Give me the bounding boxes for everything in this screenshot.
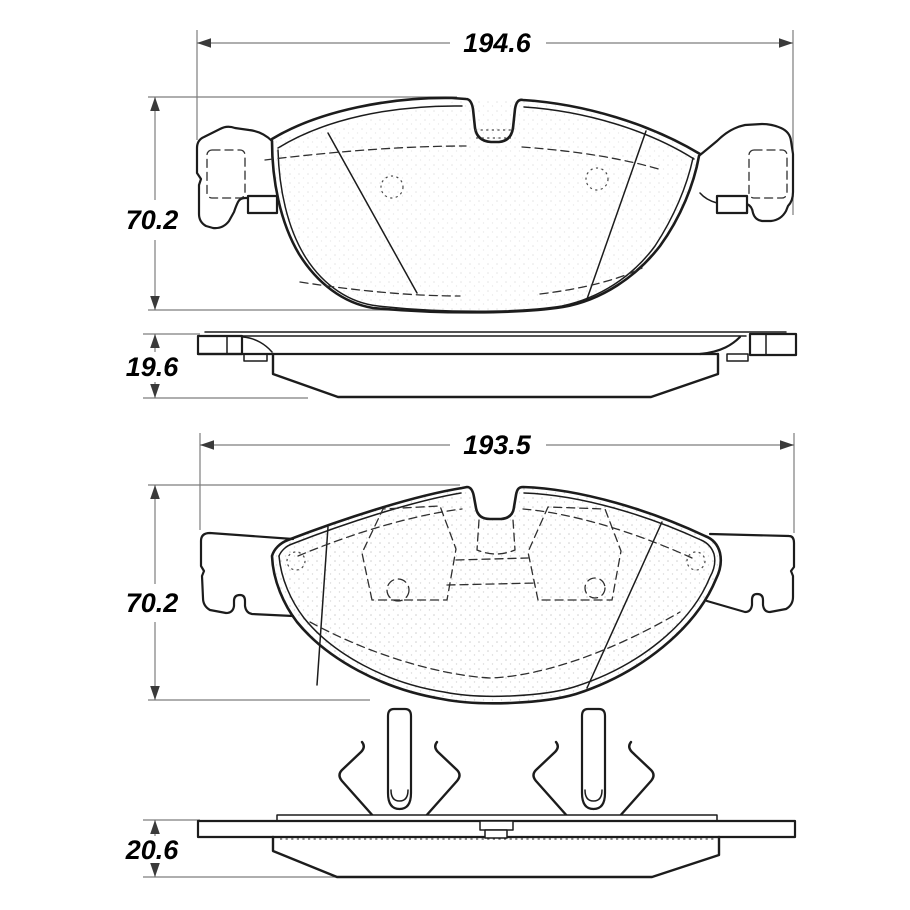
pad-inner-line xyxy=(278,492,716,698)
pad1-front-view xyxy=(195,96,795,314)
pad-inner-line-bottom xyxy=(277,149,694,312)
hidden-edge-bottom-right xyxy=(539,267,643,295)
retainer-tab-left xyxy=(243,353,268,362)
arrowhead-left-icon xyxy=(200,440,214,450)
hidden-edge-top-right xyxy=(522,508,693,559)
surface-mark-circle-right xyxy=(585,167,609,191)
retention-clips xyxy=(338,707,655,819)
arrowhead-down-icon xyxy=(150,686,160,700)
pad2-width-dimension: 193.5 xyxy=(199,430,795,533)
plate-end-block-right xyxy=(748,332,798,357)
pad-outline xyxy=(270,485,723,705)
surface-mark-circle-right xyxy=(686,551,706,571)
pad-outline-top xyxy=(270,96,702,156)
arrowhead-down-icon xyxy=(150,296,160,310)
arrowhead-up-icon xyxy=(150,820,160,834)
clip-spring-wire-right xyxy=(617,740,655,819)
pad-outline-bottom xyxy=(270,139,701,314)
hidden-edge-top-right xyxy=(521,146,663,171)
pad-inner-line-top-left xyxy=(277,105,463,149)
hidden-edge-bottom xyxy=(309,611,681,679)
arrowhead-down-icon xyxy=(150,863,160,877)
arrowhead-down-icon xyxy=(150,384,160,398)
clip-center-tab xyxy=(386,707,413,811)
dim-label-pad2-thickness: 20.6 xyxy=(125,835,180,865)
retention-lug-upper xyxy=(479,820,514,831)
wear-sensor-link xyxy=(699,192,718,204)
wear-sensor-right xyxy=(715,194,749,215)
hidden-piston-outline-right xyxy=(527,506,622,601)
hidden-cross-line xyxy=(446,582,539,586)
surface-mark-circle-left xyxy=(380,175,404,199)
surface-mark-circle-left xyxy=(286,551,306,571)
arrowhead-up-icon xyxy=(150,97,160,111)
pad1-height-dimension: 70.2 xyxy=(126,96,470,311)
wear-sensor-left xyxy=(246,194,279,215)
backing-plate-right-ear xyxy=(698,122,795,223)
dim-label-pad1-thickness: 19.6 xyxy=(126,352,180,382)
clip-tab-inner-line xyxy=(584,789,603,802)
pad2-height-dimension: 70.2 xyxy=(126,484,460,701)
hidden-piston-outline-left xyxy=(361,505,457,601)
arrowhead-left-icon xyxy=(197,38,211,48)
plate-end-block-left xyxy=(196,334,244,356)
pad2-thickness-dimension: 20.6 xyxy=(125,819,340,878)
chamfer-line-left xyxy=(327,132,418,294)
arrowhead-right-icon xyxy=(780,440,794,450)
hidden-cross-line xyxy=(455,557,529,561)
backing-plate-left-ear xyxy=(199,531,295,618)
left-ear-hidden-outline xyxy=(206,149,246,199)
pad1-width-dimension: 194.6 xyxy=(196,28,794,215)
pad-inner-line-top xyxy=(278,492,462,557)
hidden-edge-top-left xyxy=(264,145,467,161)
backing-plate-right-ear xyxy=(705,532,796,614)
friction-texture xyxy=(272,99,699,313)
plate-swoosh-right xyxy=(698,335,742,356)
plate-swoosh-left xyxy=(242,336,273,353)
arrowhead-up-icon xyxy=(150,334,160,348)
retention-lug-lower xyxy=(484,829,508,839)
dim-label-pad1-width: 194.6 xyxy=(463,28,532,58)
pad-inner-line-top-right xyxy=(523,106,695,160)
clip-tab-inner-line xyxy=(390,789,409,802)
clip-center-tab xyxy=(580,707,607,811)
chamfer-line-left xyxy=(316,526,329,686)
clip-spring-wire-left xyxy=(532,740,570,819)
pad2-side-view xyxy=(196,814,797,879)
dim-label-pad2-width: 193.5 xyxy=(463,430,532,460)
hidden-hole-left xyxy=(386,578,410,602)
dim-label-pad2-height: 70.2 xyxy=(126,588,179,618)
arrowhead-right-icon xyxy=(779,38,793,48)
pad1-side-view xyxy=(196,331,798,399)
friction-material-profile xyxy=(271,835,721,879)
chamfer-line-right xyxy=(586,521,663,689)
retention-clip-right xyxy=(532,707,655,819)
friction-texture xyxy=(272,487,721,704)
arrowhead-up-icon xyxy=(150,485,160,499)
retention-clip-left xyxy=(338,707,461,819)
backing-plate-left-ear xyxy=(195,125,274,230)
dim-label-pad1-height: 70.2 xyxy=(126,205,179,235)
right-ear-hidden-outline xyxy=(748,149,788,199)
hidden-hole-right xyxy=(584,577,606,599)
friction-material-profile xyxy=(271,352,720,399)
notch-hidden-slot xyxy=(476,519,516,555)
chamfer-line-right xyxy=(586,130,647,300)
clip-spring-wire-left xyxy=(338,740,376,819)
pad1-thickness-dimension: 19.6 xyxy=(126,333,308,399)
pad2-front-view xyxy=(199,485,796,705)
hidden-edge-bottom-left xyxy=(299,281,461,297)
hidden-edge-top-left xyxy=(297,508,463,557)
clip-spring-wire-right xyxy=(423,740,461,819)
retainer-tab-right xyxy=(726,353,749,362)
